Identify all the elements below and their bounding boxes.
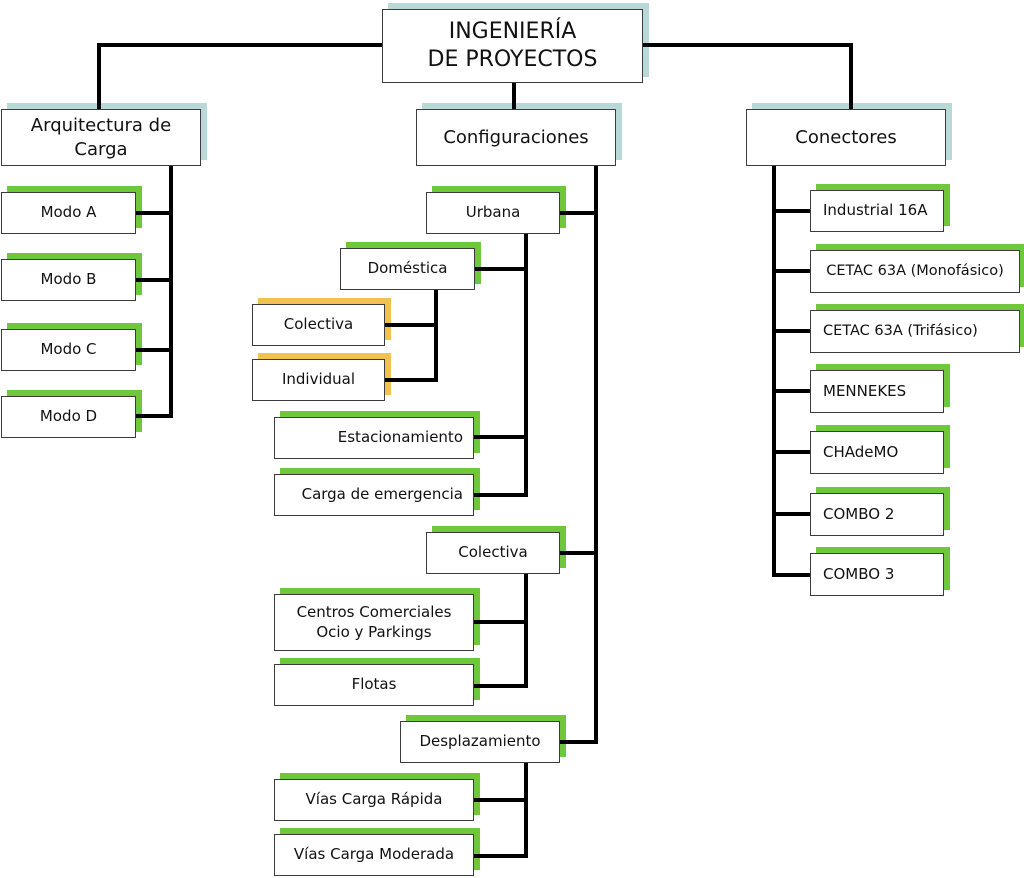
node-configuraciones: Configuraciones [416,109,616,166]
node-modo-b: Modo B [1,259,136,301]
root-node-ingenieria-de-proyectos: INGENIERÍA DE PROYECTOS [382,9,643,83]
node-vias-carga-rapida: Vías Carga Rápida [274,779,474,821]
root-title-line2: DE PROYECTOS [427,47,598,72]
node-chademo: CHAdeMO [810,431,944,474]
carga-de-emergencia-label: Carga de emergencia [301,485,463,504]
node-colectiva: Colectiva [426,532,560,574]
node-estacionamiento: Estacionamiento [274,417,474,459]
node-urbana: Urbana [426,192,560,234]
domestica-individual-label: Individual [281,370,356,389]
modo-d-label: Modo D [39,407,98,426]
modo-c-label: Modo C [40,340,97,359]
node-combo-2: COMBO 2 [810,493,944,536]
mennekes-label: MENNEKES [823,381,907,400]
line-root-to-conectores [641,43,853,111]
colectiva-label: Colectiva [458,543,528,562]
node-modo-d: Modo D [1,396,136,438]
node-cetac-63a-monofasico: CETAC 63A (Monofásico) [810,250,1020,293]
domestica-label: Doméstica [367,259,448,278]
node-cetac-63a-trifasico: CETAC 63A (Trifásico) [810,310,1020,353]
domestica-colectiva-label: Colectiva [283,315,354,334]
flotas-label: Flotas [351,675,397,694]
modo-b-label: Modo B [40,270,97,289]
node-combo-3: COMBO 3 [810,553,944,596]
vias-carga-rapida-label: Vías Carga Rápida [305,790,443,809]
conectores-title: Conectores [795,126,897,148]
combo-2-label: COMBO 2 [823,504,895,523]
node-carga-de-emergencia: Carga de emergencia [274,474,474,516]
cetac-trifasico-label: CETAC 63A (Trifásico) [823,323,978,340]
modo-a-label: Modo A [40,203,97,222]
node-conectores: Conectores [746,109,946,166]
node-flotas: Flotas [274,664,474,706]
chademo-label: CHAdeMO [823,442,899,461]
node-mennekes: MENNEKES [810,370,944,413]
cetac-monofasico-label: CETAC 63A (Monofásico) [826,263,1004,280]
root-title-line1: INGENIERÍA [448,18,577,44]
estacionamiento-label: Estacionamiento [337,428,463,447]
industrial-16a-label: Industrial 16A [823,201,928,220]
arquitectura-title-line2: Carga [74,138,128,160]
node-modo-c: Modo C [1,329,136,371]
node-domestica-colectiva: Colectiva [252,304,385,346]
node-industrial-16a: Industrial 16A [810,190,944,232]
node-desplazamiento: Desplazamiento [400,721,560,763]
desplazamiento-label: Desplazamiento [419,732,541,751]
node-domestica-individual: Individual [252,359,385,401]
configuraciones-title: Configuraciones [443,126,589,148]
node-domestica: Doméstica [340,248,475,290]
vias-carga-moderada-label: Vías Carga Moderada [293,845,455,864]
urbana-label: Urbana [465,203,521,222]
node-modo-a: Modo A [1,192,136,234]
arquitectura-title-line1: Arquitectura de [30,115,172,137]
centros-comerciales-line2: Ocio y Parkings [316,622,432,641]
centros-comerciales-line1: Centros Comerciales [296,603,452,621]
combo-3-label: COMBO 3 [823,564,895,583]
node-vias-carga-moderada: Vías Carga Moderada [274,834,474,876]
line-root-to-arquitectura [97,43,384,111]
